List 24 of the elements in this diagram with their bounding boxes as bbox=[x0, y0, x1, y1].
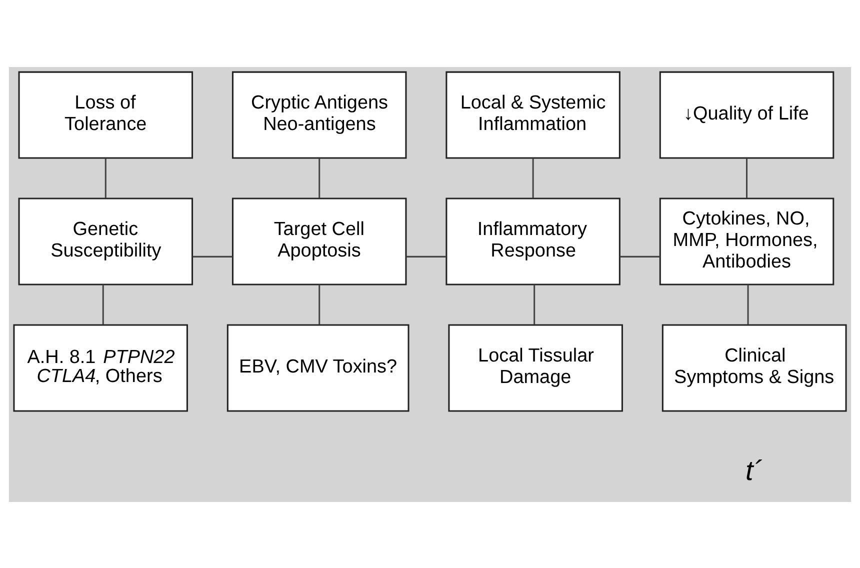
connector bbox=[532, 158, 534, 198]
node-box: Local Tissular Damage bbox=[448, 324, 623, 412]
connector bbox=[318, 158, 320, 198]
label: t´ bbox=[746, 454, 762, 486]
connector bbox=[406, 255, 446, 257]
node-box: Local & Systemic Inflammation bbox=[446, 70, 620, 158]
node-box: Clinical Symptoms & Signs bbox=[662, 324, 847, 412]
node-box: A.H. 8.1 PTPN22 CTLA4, Others bbox=[13, 324, 188, 412]
connector bbox=[534, 284, 536, 324]
node-box: Genetic Susceptibility bbox=[18, 197, 194, 285]
connector bbox=[318, 284, 320, 324]
node-box: EBV, CMV Toxins? bbox=[226, 324, 410, 412]
node-box: ↓Quality of Life bbox=[659, 70, 834, 158]
node-box: Inflammatory Response bbox=[446, 197, 620, 285]
node-box: Loss of Tolerance bbox=[18, 70, 194, 158]
node-box: Target Cell Apoptosis bbox=[232, 197, 407, 285]
connector bbox=[192, 255, 232, 257]
connector bbox=[102, 284, 104, 324]
connector bbox=[746, 158, 748, 198]
connector bbox=[620, 255, 660, 257]
connector bbox=[104, 158, 106, 198]
connector bbox=[747, 284, 749, 324]
node-box: Cryptic Antigens Neo-antigens bbox=[232, 70, 407, 158]
node-box: Cytokines, NO, MMP, Hormones, Antibodies bbox=[659, 197, 834, 285]
